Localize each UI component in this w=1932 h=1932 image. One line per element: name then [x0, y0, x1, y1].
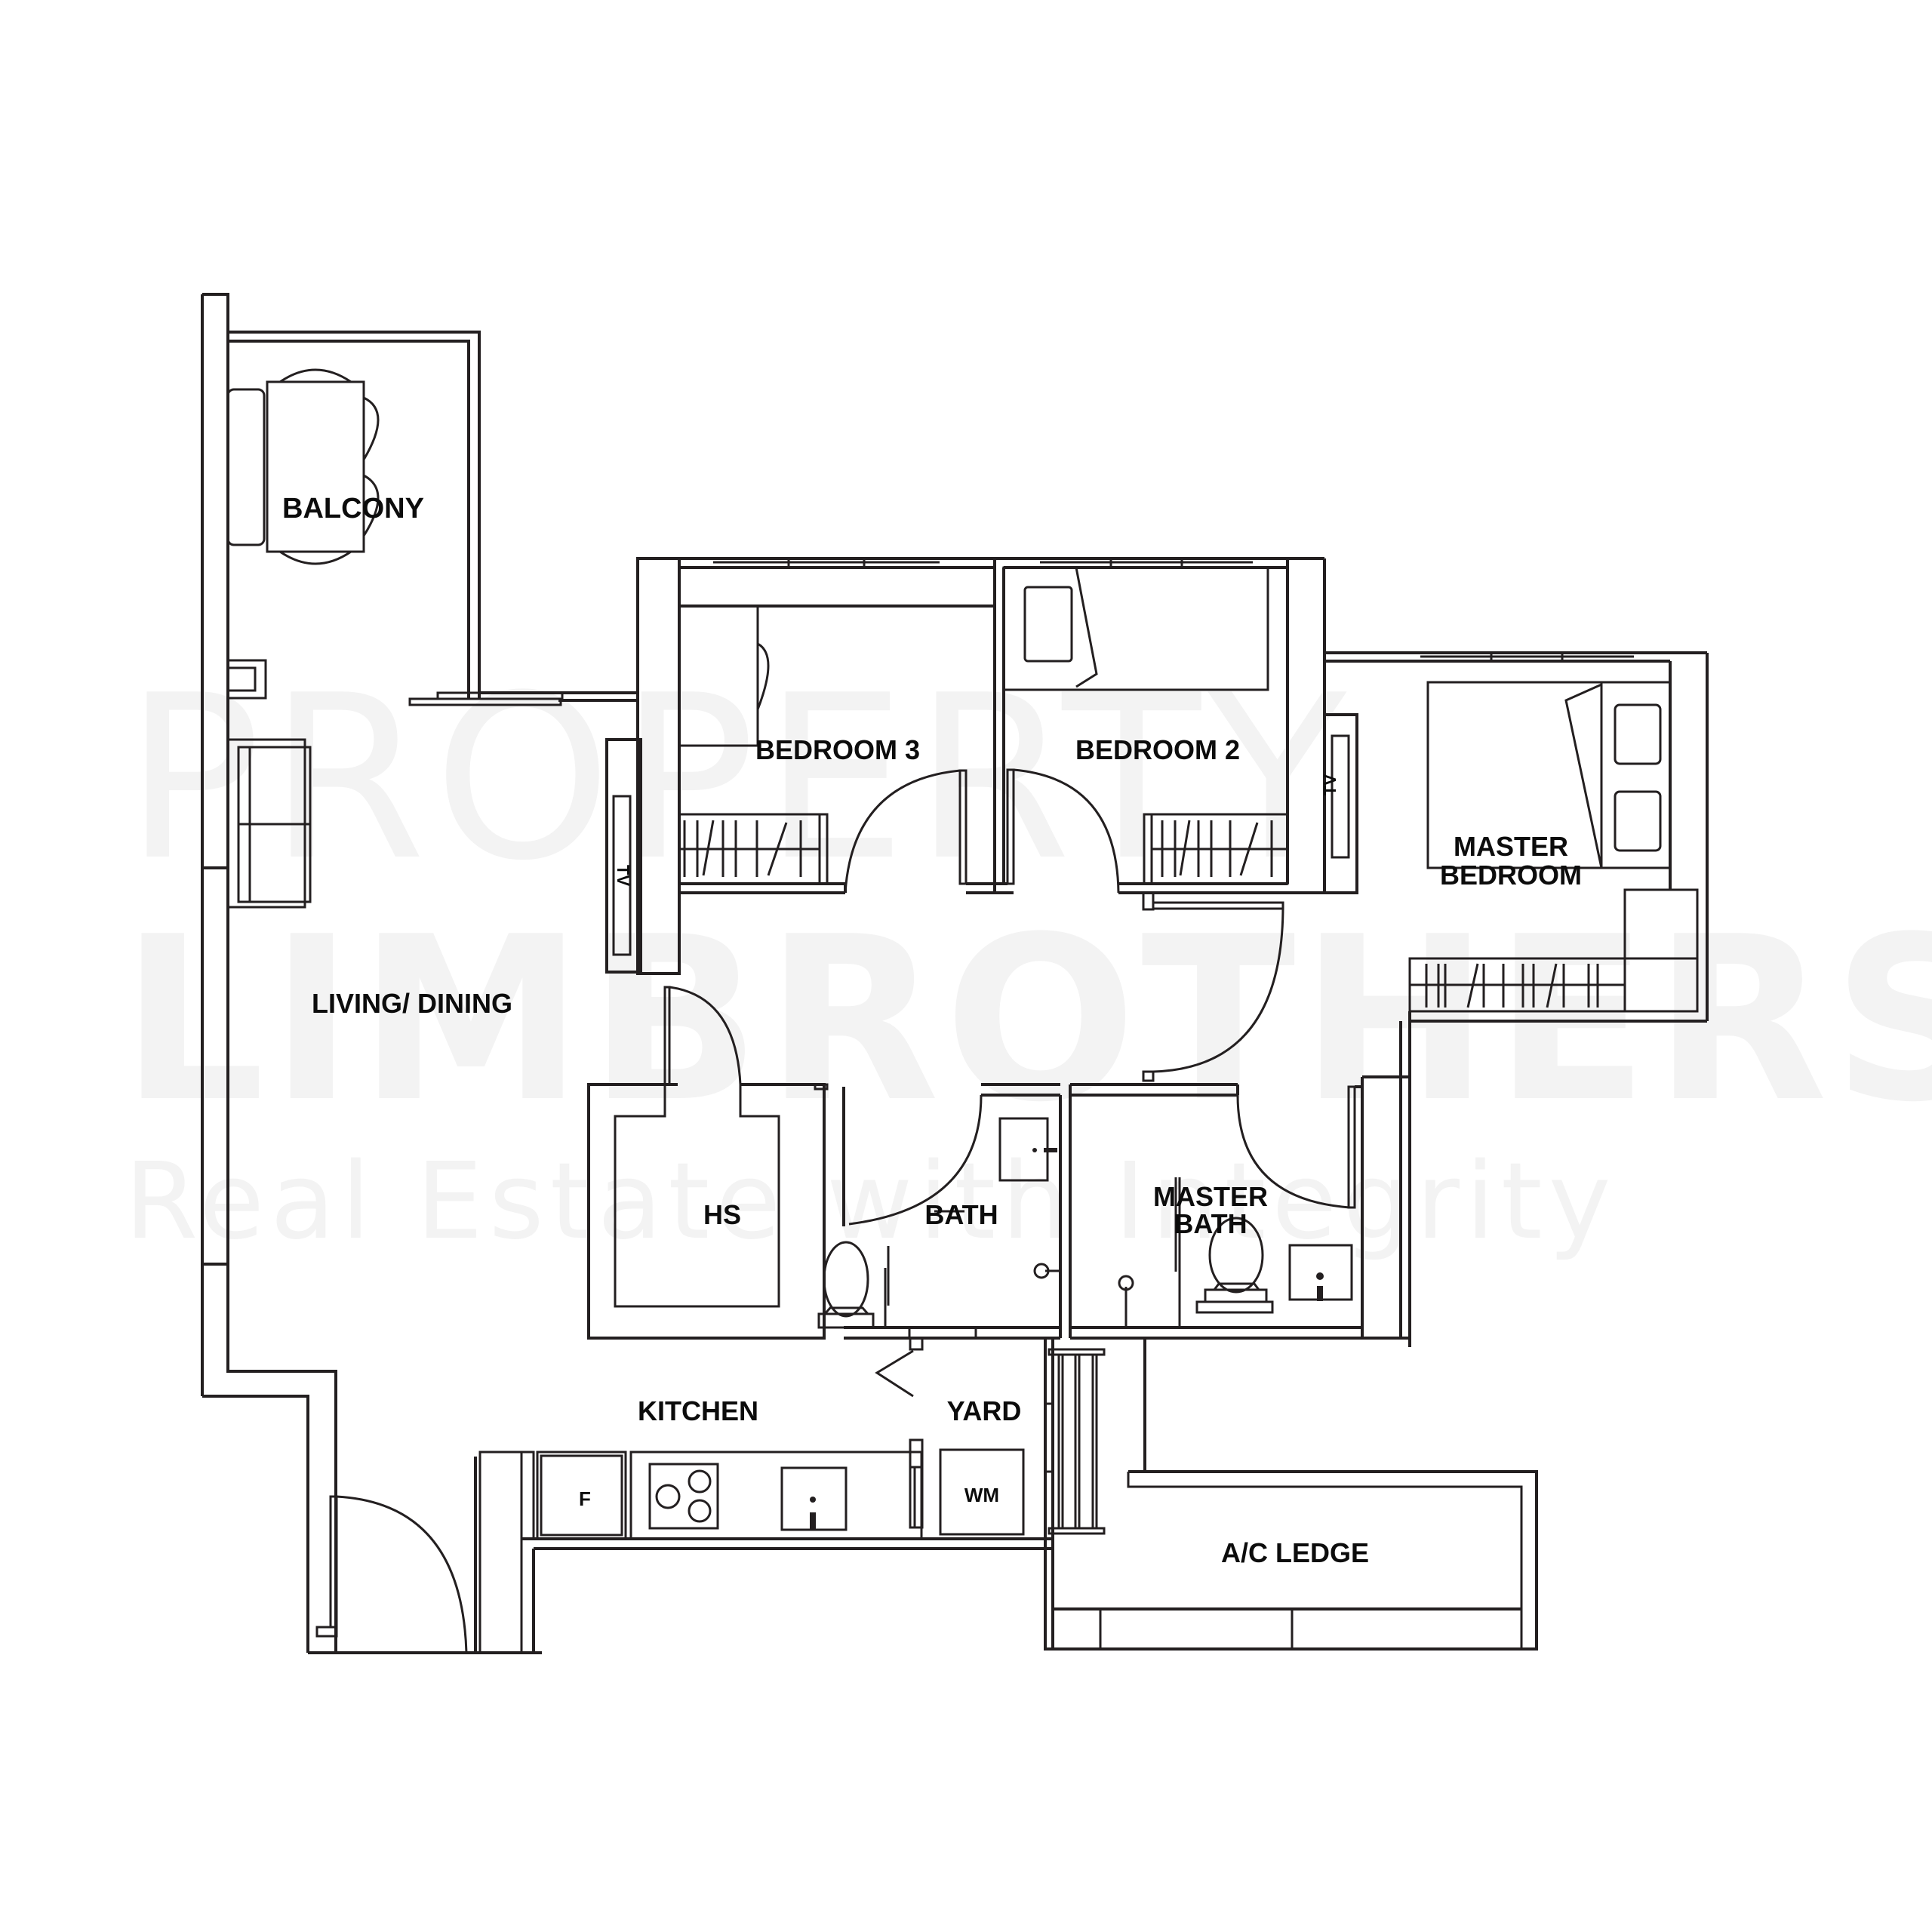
- fridge-label: F: [579, 1487, 591, 1510]
- tv-unit-living: TV: [605, 738, 642, 974]
- label-bedroom-2: BEDROOM 2: [1075, 734, 1240, 765]
- room-labels: BALCONY BEDROOM 3 BEDROOM 2 MASTER BEDRO…: [282, 493, 1582, 1568]
- label-ac-ledge: A/C LEDGE: [1221, 1537, 1369, 1568]
- common-bath: [814, 1083, 1062, 1340]
- master-door: [1142, 891, 1284, 1082]
- label-master-bedroom-1: MASTER: [1454, 831, 1568, 862]
- entrance-door: [315, 1495, 468, 1654]
- label-bedroom-3: BEDROOM 3: [755, 734, 920, 765]
- master-bedroom: [1324, 651, 1709, 1347]
- label-hs: HS: [703, 1199, 741, 1230]
- washing-machine-label: WM: [964, 1484, 999, 1506]
- label-master-bedroom-2: BEDROOM: [1440, 860, 1582, 891]
- kitchen: F: [474, 1451, 1053, 1654]
- household-shelter: [587, 986, 826, 1340]
- wardrobe-lines-bed2: [1161, 820, 1273, 877]
- sofa: [226, 738, 312, 909]
- wardrobe-lines-bed3: [683, 820, 802, 877]
- label-bath: BATH: [924, 1199, 998, 1230]
- tv-label-master: TV: [1321, 774, 1340, 795]
- label-kitchen: KITCHEN: [638, 1395, 758, 1426]
- label-master-bath-1: MASTER: [1153, 1181, 1268, 1212]
- wardrobe-lines-master: [1425, 963, 1599, 1008]
- watermark-line3: Real Estate with Integrity: [125, 1140, 1617, 1263]
- label-living-dining: LIVING/ DINING: [312, 988, 512, 1019]
- label-master-bath-2: BATH: [1174, 1208, 1247, 1239]
- watermark-line1: PROPERTY: [125, 647, 1354, 910]
- master-bath: [1069, 1021, 1410, 1340]
- bedroom-3: [636, 557, 995, 975]
- label-balcony: BALCONY: [282, 493, 424, 525]
- tv-label-living: TV: [614, 865, 632, 886]
- tv-unit-master: TV: [1321, 713, 1358, 894]
- ac-ledge: [1044, 1470, 1538, 1651]
- yard: WM: [875, 1337, 1146, 1540]
- balcony-dining-set: [226, 368, 380, 565]
- label-yard: YARD: [947, 1395, 1022, 1426]
